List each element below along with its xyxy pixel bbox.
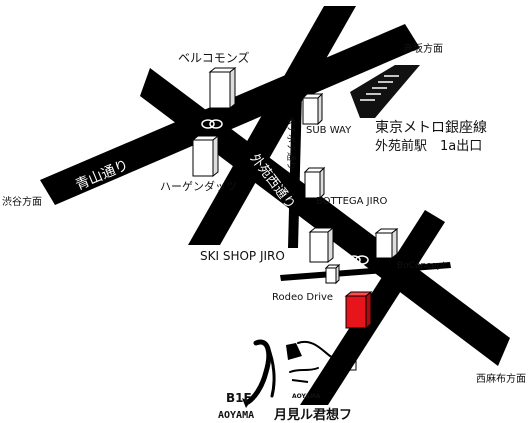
destination-leader-line xyxy=(345,330,357,371)
road-side-street xyxy=(280,262,451,281)
building-berukomonzu xyxy=(208,66,237,110)
direction-label-shibuya: 渋谷方面 xyxy=(2,195,42,208)
landmark-label-bottega-jiro: BOTTEGA JIRO xyxy=(316,196,388,207)
crossing-marker-gaien xyxy=(347,255,369,265)
building-bottega-jiro xyxy=(303,166,326,200)
building-haagen-dazs xyxy=(191,134,220,178)
destination-floor-label: B1F xyxy=(226,391,252,405)
building-boconcept xyxy=(374,227,399,260)
building-rodeo-drive xyxy=(324,263,341,285)
direction-label-nishiazabu: 西麻布方面 xyxy=(476,372,526,385)
building-subway xyxy=(301,92,324,126)
landmark-label-rodeo-drive: Rodeo Drive xyxy=(272,292,333,303)
destination-building-red[interactable] xyxy=(344,290,373,330)
roads xyxy=(40,6,510,405)
station-line-label: 東京メトロ銀座線 xyxy=(375,120,487,136)
landmark-label-ski-shop-jiro: SKI SHOP JIRO xyxy=(200,249,285,263)
landmark-label-subway: SUB WAY xyxy=(306,125,352,136)
direction-label-akasaka: 赤坂方面 xyxy=(403,42,443,55)
road-northern-diagonal xyxy=(188,6,356,245)
station-exit-label: 外苑前駅 1a出口 xyxy=(375,138,482,154)
crossing-marker-aoyama xyxy=(201,119,223,129)
landmark-label-berukomonzu: ベルコモンズ xyxy=(178,50,250,65)
destination-area-label: AOYAMA xyxy=(218,410,254,421)
road-southern-diagonal xyxy=(300,210,445,405)
landmark-label-boconcept: BoConcept xyxy=(397,261,446,271)
landmark-label-haagen-dazs: ハーゲンダッツ xyxy=(160,179,237,193)
station-exit-stairs-icon xyxy=(350,65,420,118)
road-aoyama-dori xyxy=(40,24,420,205)
venue-logo-subtext: AOYAMA xyxy=(292,393,321,400)
road-label-pochipochi-dori: ポチポチ通り xyxy=(285,116,296,170)
road-pochipochi-dori xyxy=(288,92,302,248)
destination-name-label: 月見ル君想フ xyxy=(273,407,352,423)
building-ski-shop-jiro xyxy=(308,226,335,264)
road-gaien-nishi-dori xyxy=(140,68,510,366)
venue-logo-brush xyxy=(242,339,345,408)
